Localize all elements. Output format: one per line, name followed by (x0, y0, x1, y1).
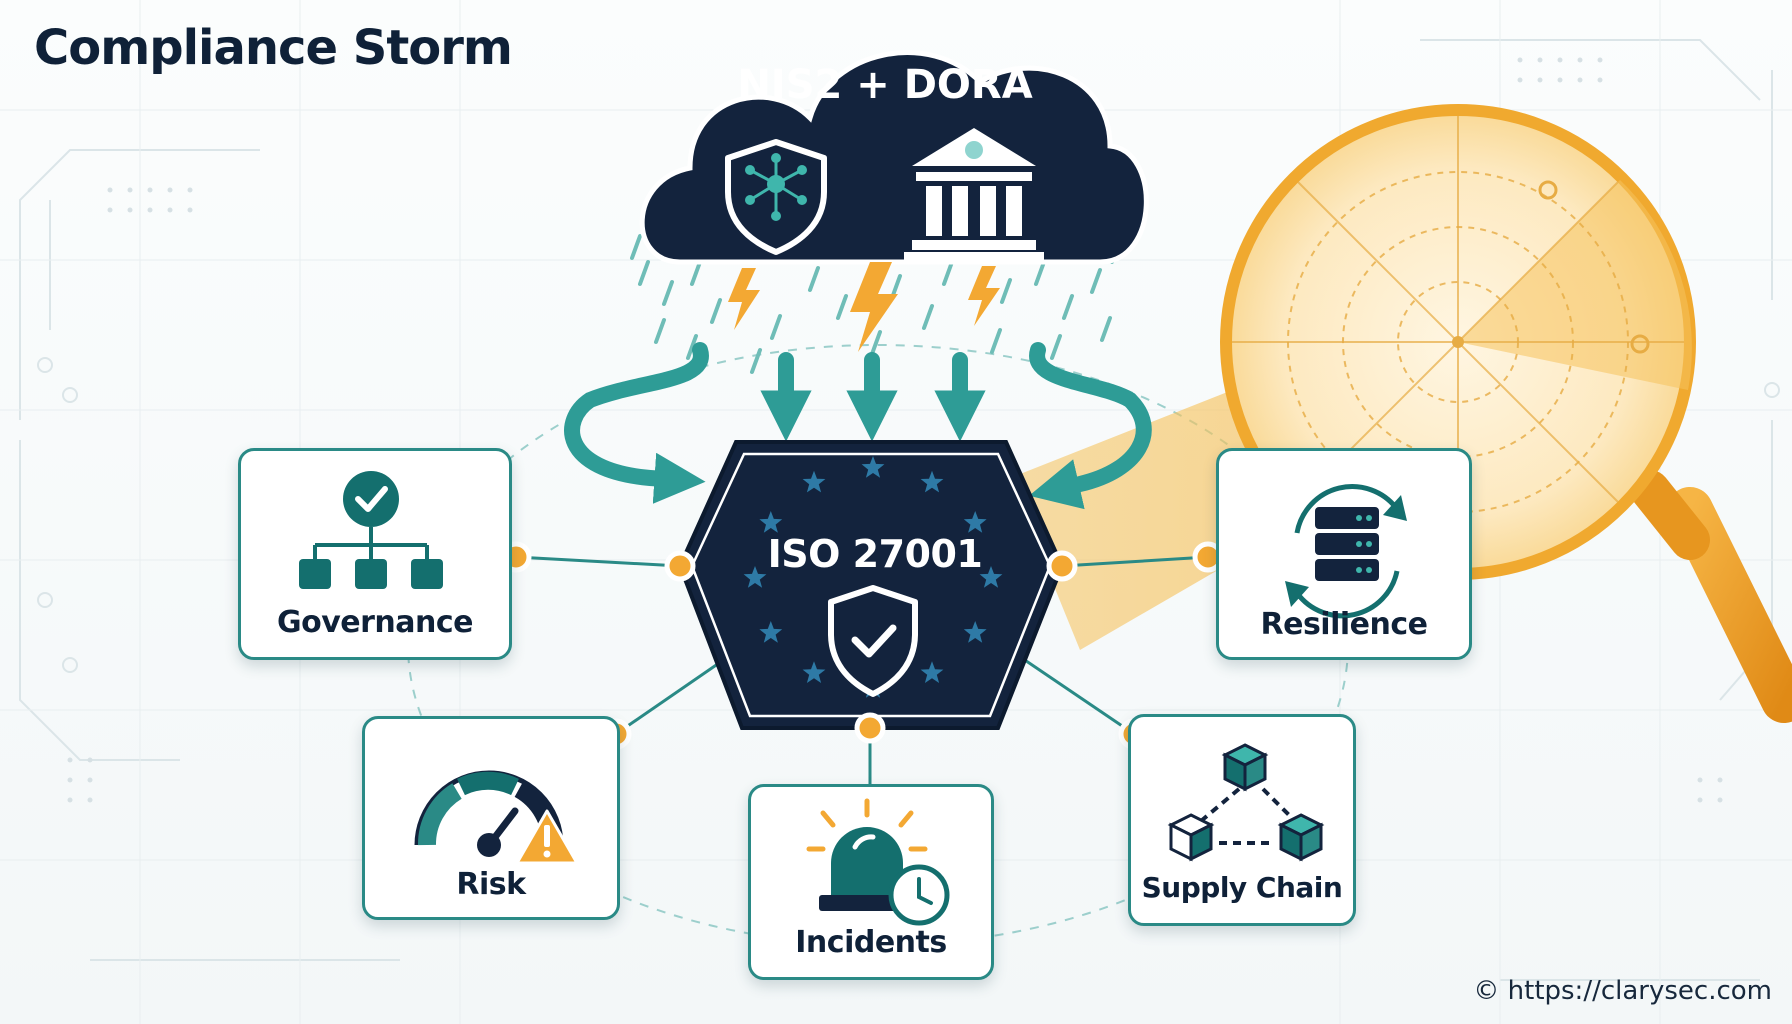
star-icon (759, 511, 783, 533)
eu-star-ring (743, 456, 1003, 698)
page-title: Compliance Storm (34, 20, 513, 76)
incidents-label: Incidents (795, 925, 947, 960)
linked-cubes-icon (1167, 743, 1325, 862)
star-icon (802, 661, 826, 683)
star-icon (759, 621, 783, 643)
network-shield-icon (725, 139, 827, 255)
lightning-bolt-icon (728, 262, 1000, 352)
resilience-label: Resilience (1260, 607, 1429, 642)
star-icon (963, 621, 987, 643)
star-icon (963, 511, 987, 533)
alarm-clock-icon (806, 798, 950, 926)
server-sync-icon (1285, 484, 1407, 619)
dot-pattern (67, 57, 1723, 803)
gauge-warning-icon (414, 770, 579, 865)
bank-building-icon (904, 128, 1044, 261)
copyright-text: © https://clarysec.com (1473, 976, 1772, 1006)
incidents-card: Incidents (748, 784, 994, 980)
storm-label: NIS2 + DORA (737, 62, 1033, 108)
star-icon (802, 470, 826, 493)
star-icon (920, 661, 944, 683)
star-icon (979, 566, 1003, 588)
resilience-card: Resilience (1216, 448, 1472, 660)
risk-card: Risk (362, 716, 620, 920)
supply-chain-card: Supply Chain (1128, 714, 1356, 926)
inflow-arrows (564, 342, 1152, 510)
org-chart-check-icon (299, 471, 443, 589)
star-icon (920, 470, 944, 493)
risk-label: Risk (456, 867, 526, 902)
governance-card: Governance (238, 448, 512, 660)
hub-label: ISO 27001 (767, 532, 983, 576)
star-icon (861, 456, 885, 478)
star-icon (743, 566, 767, 588)
governance-label: Governance (276, 605, 474, 640)
supply-chain-label: Supply Chain (1141, 871, 1343, 904)
shield-check-icon (828, 585, 918, 697)
